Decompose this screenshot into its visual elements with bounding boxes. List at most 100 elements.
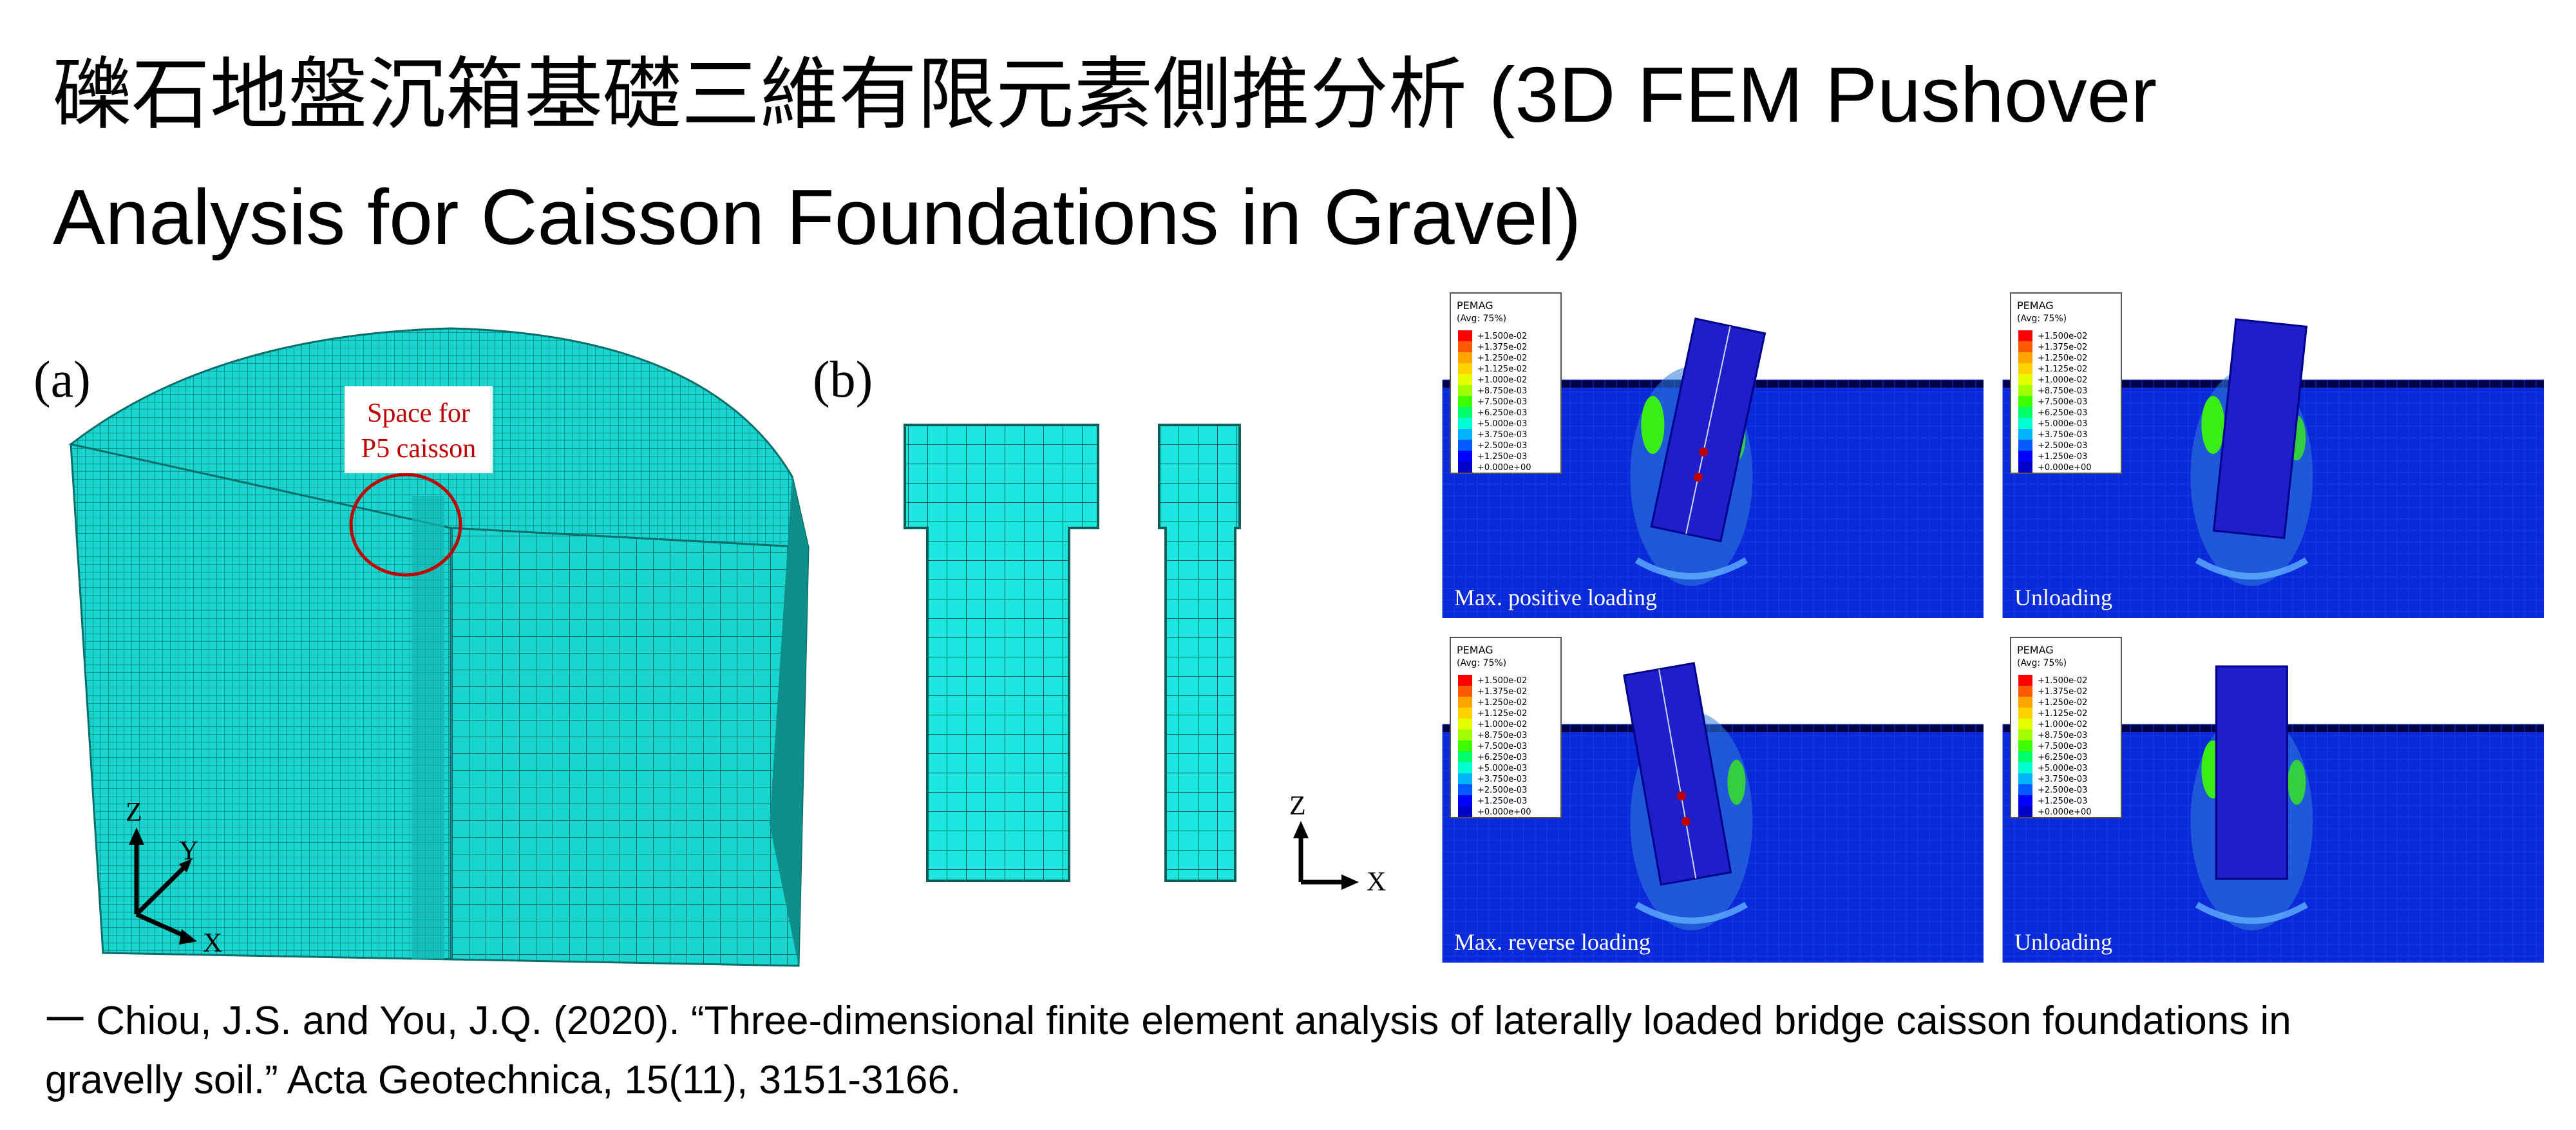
contour-panel-4: PEMAG(Avg: 75%)+1.500e-02+1.375e-02+1.25…: [2002, 634, 2544, 963]
legend-title: PEMAG: [1457, 299, 1493, 312]
legend-subtitle: (Avg: 75%): [1457, 658, 1506, 668]
legend-swatch: [1458, 418, 1472, 429]
legend-value: +1.125e-02: [2038, 364, 2087, 374]
legend-value: +5.000e-03: [1477, 764, 1527, 773]
legend-swatch: [2018, 396, 2032, 407]
legend-swatch: [2018, 374, 2032, 385]
caisson: [1623, 662, 1732, 886]
legend-value: +7.500e-03: [2038, 397, 2087, 407]
legend-swatch: [1458, 773, 1472, 784]
legend-value: +8.750e-03: [1477, 731, 1527, 740]
legend-swatch: [1458, 762, 1472, 773]
legend-value: +1.125e-02: [1477, 709, 1527, 719]
figure-a-label: (a): [33, 352, 91, 408]
legend-swatch: [1458, 352, 1472, 363]
legend-value: +8.750e-03: [1477, 386, 1527, 396]
legend-value: +0.000e+00: [2038, 463, 2092, 473]
legend-value: +6.250e-03: [2038, 408, 2087, 418]
legend-swatch: [2018, 451, 2032, 462]
legend-value: +1.250e-02: [2038, 353, 2087, 363]
legend-swatch: [1458, 730, 1472, 740]
legend-swatch: [1458, 686, 1472, 697]
pemag-legend: PEMAG(Avg: 75%)+1.500e-02+1.375e-02+1.25…: [2010, 637, 2122, 818]
legend-swatch: [2018, 341, 2032, 352]
citation-line-1: 一 Chiou, J.S. and You, J.Q. (2020). “Thr…: [45, 999, 2291, 1043]
legend-swatch: [2018, 330, 2032, 341]
legend-value: +1.250e-03: [2038, 796, 2087, 806]
legend-value: +1.375e-02: [2038, 343, 2087, 352]
legend-value: +6.250e-03: [1477, 408, 1527, 418]
legend-swatch: [2018, 740, 2032, 751]
legend-swatch: [2018, 440, 2032, 451]
legend-swatch: [2018, 730, 2032, 740]
legend-swatch: [1458, 708, 1472, 719]
legend-value: +7.500e-03: [1477, 397, 1527, 407]
legend-value: +6.250e-03: [2038, 753, 2087, 762]
legend-value: +3.750e-03: [2038, 775, 2087, 784]
axis-z-label: Z: [126, 798, 142, 827]
pemag-legend: PEMAG(Avg: 75%)+1.500e-02+1.375e-02+1.25…: [1450, 292, 1562, 474]
p5-caisson-circle: [349, 473, 462, 577]
legend-value: +1.000e-02: [1477, 720, 1527, 730]
legend-swatch: [2018, 806, 2032, 817]
legend-value: +1.125e-02: [1477, 364, 1527, 374]
caisson: [2212, 318, 2308, 540]
contour-panel-1: PEMAG(Avg: 75%)+1.500e-02+1.375e-02+1.25…: [1442, 290, 1984, 618]
pemag-legend: PEMAG(Avg: 75%)+1.500e-02+1.375e-02+1.25…: [1450, 637, 1562, 818]
legend-swatch: [2018, 795, 2032, 806]
legend-swatch: [2018, 719, 2032, 730]
legend-swatch: [2018, 363, 2032, 374]
legend-value: +3.750e-03: [2038, 430, 2087, 440]
legend-swatch: [2018, 429, 2032, 440]
legend-swatch: [1458, 341, 1472, 352]
axis-z-label-b: Z: [1289, 791, 1306, 821]
legend-value: +1.000e-02: [2038, 720, 2087, 730]
legend-swatch: [1458, 784, 1472, 795]
legend-swatch: [1458, 363, 1472, 374]
legend-swatch: [2018, 784, 2032, 795]
legend-value: +0.000e+00: [1477, 807, 1531, 817]
legend-value: +1.250e-03: [1477, 796, 1527, 806]
legend-value: +2.500e-03: [1477, 441, 1527, 451]
legend-swatch: [1458, 719, 1472, 730]
legend-value: +1.375e-02: [2038, 687, 2087, 697]
legend-title: PEMAG: [2017, 299, 2054, 312]
legend-value: +1.250e-02: [1477, 353, 1527, 363]
pemag-legend: PEMAG(Avg: 75%)+1.500e-02+1.375e-02+1.25…: [2010, 292, 2122, 474]
contour-caption: Unloading: [2014, 585, 2112, 610]
legend-swatch: [2018, 407, 2032, 418]
legend-subtitle: (Avg: 75%): [2017, 314, 2067, 324]
legend-swatch: [2018, 462, 2032, 473]
legend-value: +1.000e-02: [1477, 375, 1527, 385]
legend-value: +7.500e-03: [1477, 742, 1527, 751]
caisson-side-view: [1158, 424, 1241, 882]
legend-value: +5.000e-03: [2038, 764, 2087, 773]
legend-value: +1.375e-02: [1477, 343, 1527, 352]
axis-triad-b: Z X: [1289, 791, 1386, 897]
contour-panel-3: PEMAG(Avg: 75%)+1.500e-02+1.375e-02+1.25…: [1442, 634, 1984, 963]
contour-caption: Unloading: [2014, 929, 2112, 955]
legend-value: +6.250e-03: [1477, 753, 1527, 762]
contour-panel-2: PEMAG(Avg: 75%)+1.500e-02+1.375e-02+1.25…: [2002, 290, 2544, 618]
axis-x-label: X: [203, 928, 222, 958]
legend-swatch: [1458, 407, 1472, 418]
legend-swatch: [2018, 762, 2032, 773]
contour-caption: Max. positive loading: [1454, 585, 1657, 610]
legend-value: +5.000e-03: [2038, 419, 2087, 429]
annotation-line-2: P5 caisson: [361, 434, 477, 464]
legend-swatch: [1458, 795, 1472, 806]
legend-title: PEMAG: [1457, 644, 1493, 656]
caisson: [1650, 317, 1766, 543]
axis-y-label: Y: [179, 836, 198, 866]
legend-swatch: [2018, 385, 2032, 396]
legend-swatch: [2018, 708, 2032, 719]
legend-swatch: [1458, 374, 1472, 385]
legend-value: +1.250e-02: [1477, 698, 1527, 708]
legend-value: +1.500e-02: [2038, 676, 2087, 686]
legend-value: +2.500e-03: [2038, 786, 2087, 795]
figure-b-label: (b): [813, 352, 873, 408]
legend-value: +1.250e-03: [1477, 452, 1527, 462]
legend-swatch: [1458, 462, 1472, 473]
legend-swatch: [1458, 806, 1472, 817]
